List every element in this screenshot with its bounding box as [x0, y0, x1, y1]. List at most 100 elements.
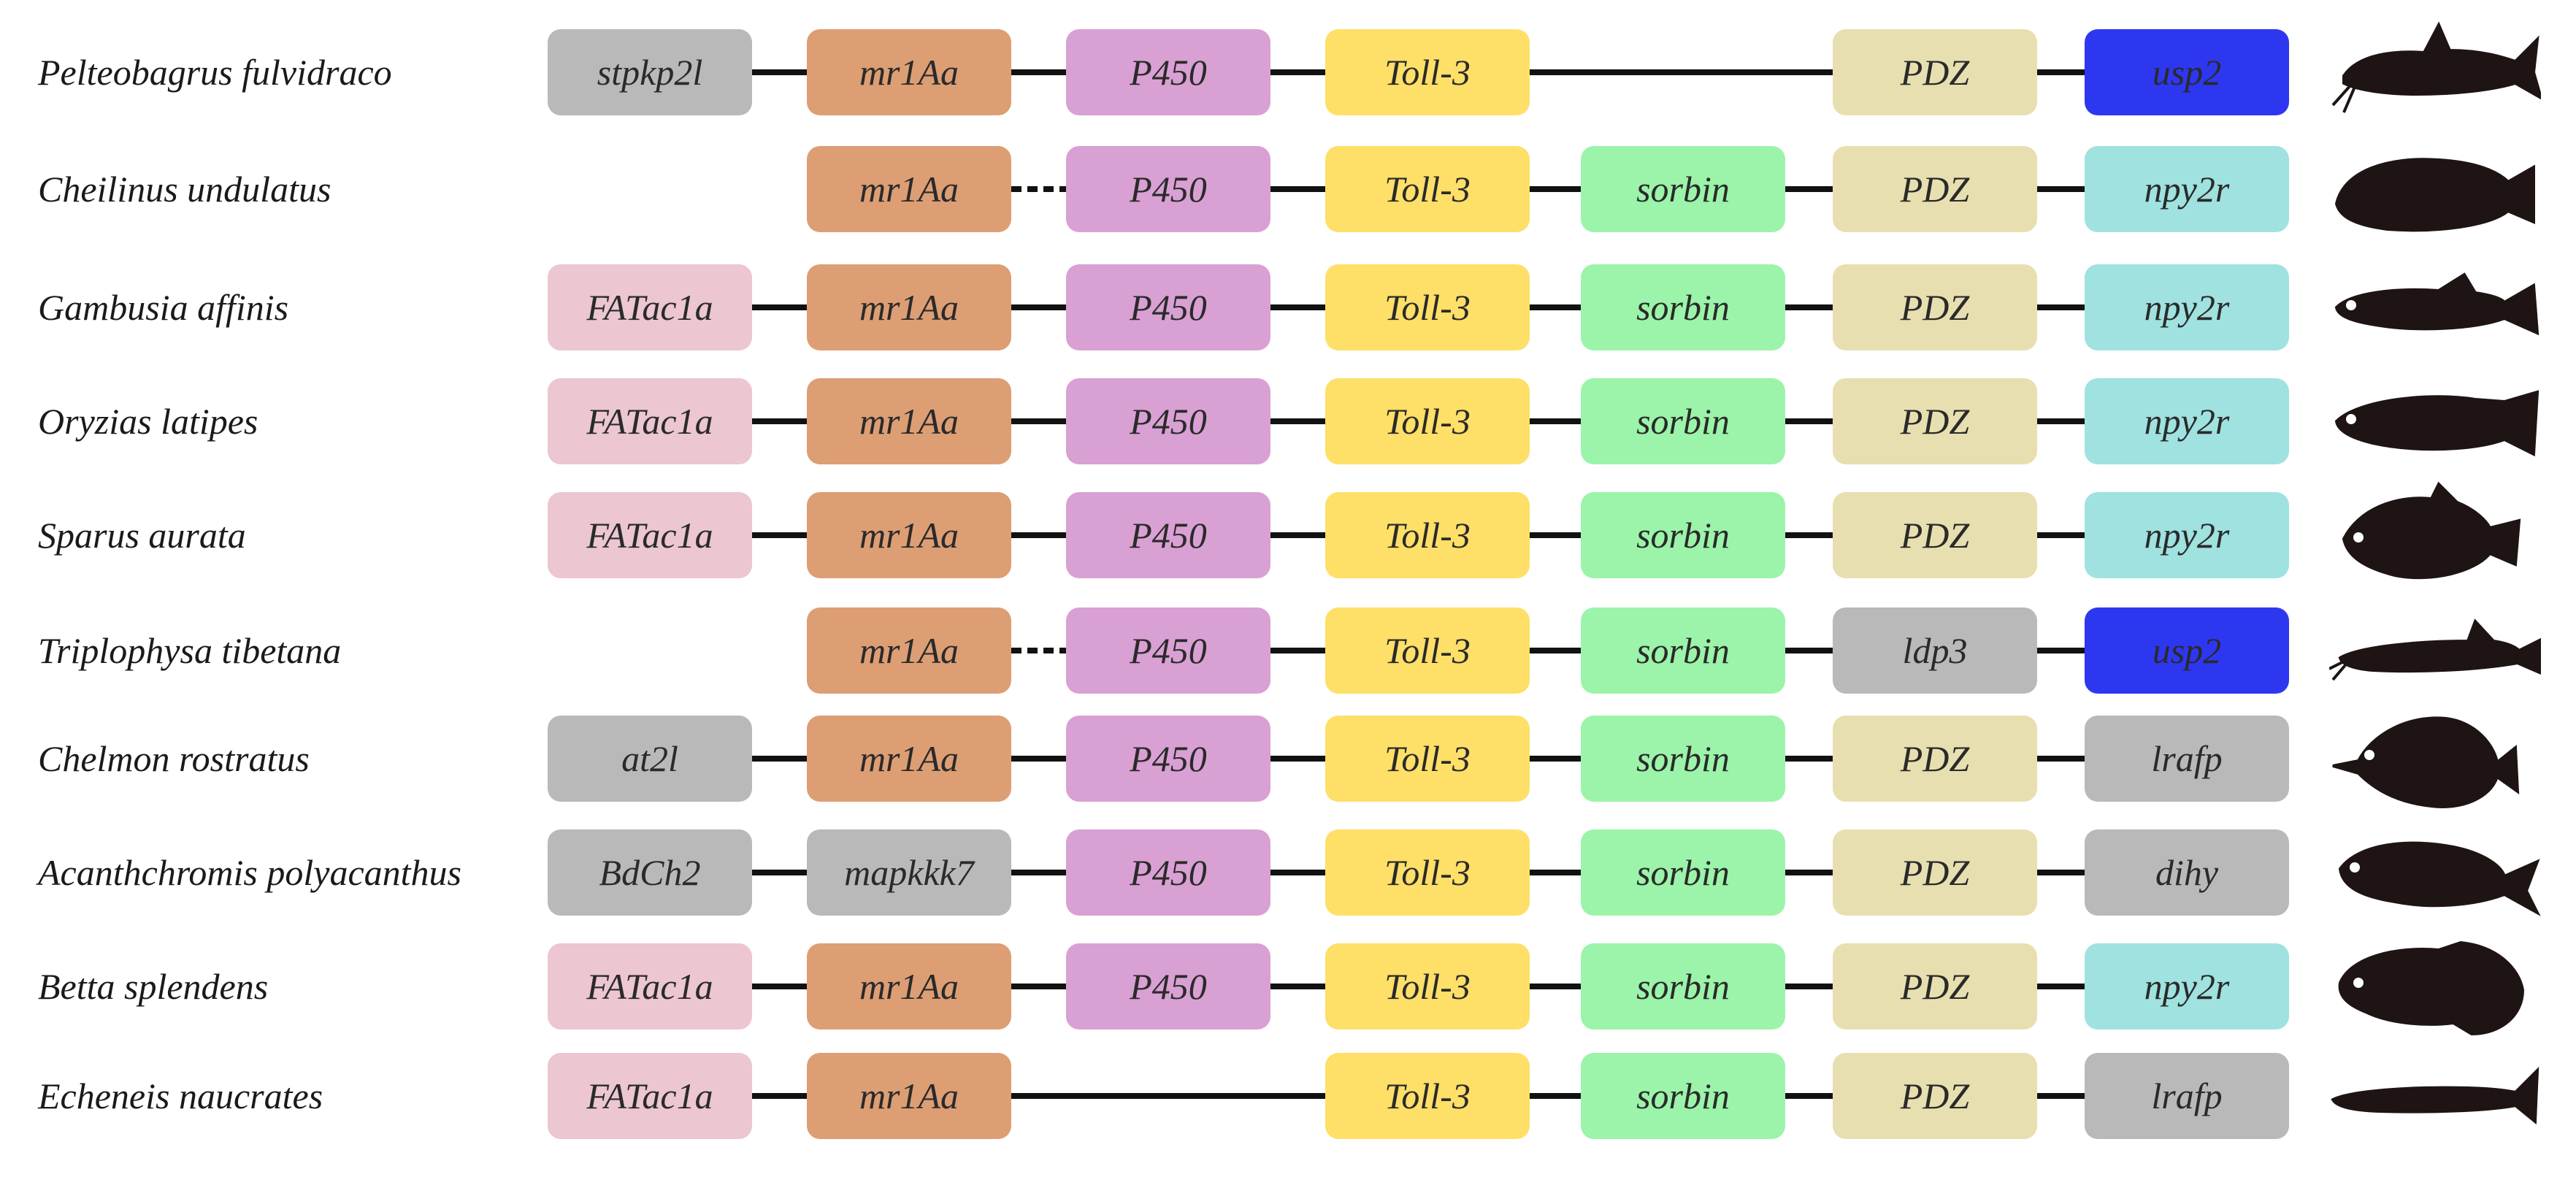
species-label: Betta splendens	[38, 966, 269, 1007]
gene-box-toll-3: Toll-3	[1325, 29, 1530, 115]
gene-box-fatac1a: FATac1a	[548, 943, 752, 1030]
link-line	[2037, 186, 2085, 192]
gene-box-pdz: PDZ	[1833, 378, 2037, 464]
gene-box-mr1aa: mr1Aa	[807, 607, 1011, 694]
gene-box-p450: P450	[1066, 378, 1270, 464]
link-line	[1270, 984, 1325, 989]
gene-box-usp2: usp2	[2085, 607, 2289, 694]
gene-box-npy2r: npy2r	[2085, 492, 2289, 578]
link-line	[1270, 648, 1325, 653]
gene-box-mr1aa: mr1Aa	[807, 1053, 1011, 1139]
link-line	[1270, 870, 1325, 875]
catfish-icon	[2331, 21, 2541, 113]
link-line	[1530, 418, 1581, 424]
link-line	[1530, 756, 1581, 762]
link-line	[1785, 756, 1833, 762]
gene-box-pdz: PDZ	[1833, 1053, 2037, 1139]
species-label: Cheilinus undulatus	[38, 169, 331, 210]
gene-box-mr1aa: mr1Aa	[807, 943, 1011, 1030]
gene-box-pdz: PDZ	[1833, 264, 2037, 350]
link-line	[1011, 870, 1066, 875]
species-label: Oryzias latipes	[38, 401, 258, 442]
link-line	[2037, 756, 2085, 762]
link-line	[1785, 870, 1833, 875]
seabream-icon	[2342, 481, 2521, 580]
species-label: Triplophysa tibetana	[38, 630, 342, 671]
link-line	[1530, 648, 1581, 653]
betta-icon	[2338, 940, 2525, 1036]
link-line	[1785, 304, 1833, 310]
link-line	[2037, 870, 2085, 875]
gene-box-lrafp: lrafp	[2085, 716, 2289, 802]
link-line	[1011, 756, 1066, 762]
gene-box-mr1aa: mr1Aa	[807, 146, 1011, 232]
gene-box-toll-3: Toll-3	[1325, 1053, 1530, 1139]
link-line	[1270, 186, 1325, 192]
gene-box-fatac1a: FATac1a	[548, 492, 752, 578]
species-label: Acanthchromis polyacanthus	[38, 852, 462, 893]
link-line	[752, 756, 807, 762]
link-line	[1011, 418, 1066, 424]
link-line	[1011, 304, 1066, 310]
gene-box-at2l: at2l	[548, 716, 752, 802]
gene-box-ldp3: ldp3	[1833, 607, 2037, 694]
link-line	[1270, 69, 1325, 75]
link-line	[1785, 984, 1833, 989]
species-label: Gambusia affinis	[38, 287, 289, 328]
link-line	[1011, 532, 1066, 538]
species-label: Echeneis naucrates	[38, 1076, 323, 1116]
loach-icon	[2329, 618, 2541, 681]
link-line	[752, 1093, 807, 1099]
gene-box-sorbin: sorbin	[1581, 829, 1785, 916]
gene-box-toll-3: Toll-3	[1325, 943, 1530, 1030]
link-line	[752, 984, 807, 989]
link-line	[2037, 532, 2085, 538]
gene-box-sorbin: sorbin	[1581, 716, 1785, 802]
gene-box-toll-3: Toll-3	[1325, 716, 1530, 802]
gene-box-p450: P450	[1066, 829, 1270, 916]
link-line	[1785, 186, 1833, 192]
gene-box-pdz: PDZ	[1833, 716, 2037, 802]
wrasse-icon	[2334, 158, 2535, 232]
gene-box-mapkkk7: mapkkk7	[807, 829, 1011, 916]
link-line	[2037, 69, 2085, 75]
gene-box-sorbin: sorbin	[1581, 492, 1785, 578]
gene-box-toll-3: Toll-3	[1325, 264, 1530, 350]
link-line	[752, 418, 807, 424]
species-label: Sparus aurata	[38, 515, 246, 556]
gene-box-bdch2: BdCh2	[548, 829, 752, 916]
gene-box-npy2r: npy2r	[2085, 943, 2289, 1030]
link-line	[752, 870, 807, 875]
link-line	[1270, 532, 1325, 538]
link-line	[1530, 69, 1833, 75]
gene-box-stpkp2l: stpkp2l	[548, 29, 752, 115]
link-line	[1011, 984, 1066, 989]
mosquitofish-icon	[2334, 272, 2539, 336]
gene-box-mr1aa: mr1Aa	[807, 716, 1011, 802]
link-line	[752, 532, 807, 538]
link-line	[1530, 984, 1581, 989]
medaka-icon	[2334, 390, 2539, 457]
gene-box-npy2r: npy2r	[2085, 264, 2289, 350]
dashed-link-line	[1011, 186, 1066, 192]
gene-box-sorbin: sorbin	[1581, 943, 1785, 1030]
species-label: Pelteobagrus fulvidraco	[38, 52, 392, 93]
link-line	[1270, 418, 1325, 424]
gene-box-p450: P450	[1066, 943, 1270, 1030]
link-line	[1530, 186, 1581, 192]
gene-box-fatac1a: FATac1a	[548, 378, 752, 464]
gene-box-toll-3: Toll-3	[1325, 378, 1530, 464]
gene-box-toll-3: Toll-3	[1325, 492, 1530, 578]
gene-box-p450: P450	[1066, 29, 1270, 115]
gene-box-sorbin: sorbin	[1581, 1053, 1785, 1139]
gene-box-fatac1a: FATac1a	[548, 1053, 752, 1139]
gene-box-pdz: PDZ	[1833, 29, 2037, 115]
link-line	[1530, 870, 1581, 875]
link-line	[1011, 69, 1066, 75]
link-line	[2037, 648, 2085, 653]
gene-box-pdz: PDZ	[1833, 943, 2037, 1030]
link-line	[1530, 532, 1581, 538]
remora-icon	[2331, 1066, 2539, 1125]
gene-box-p450: P450	[1066, 146, 1270, 232]
gene-box-p450: P450	[1066, 607, 1270, 694]
